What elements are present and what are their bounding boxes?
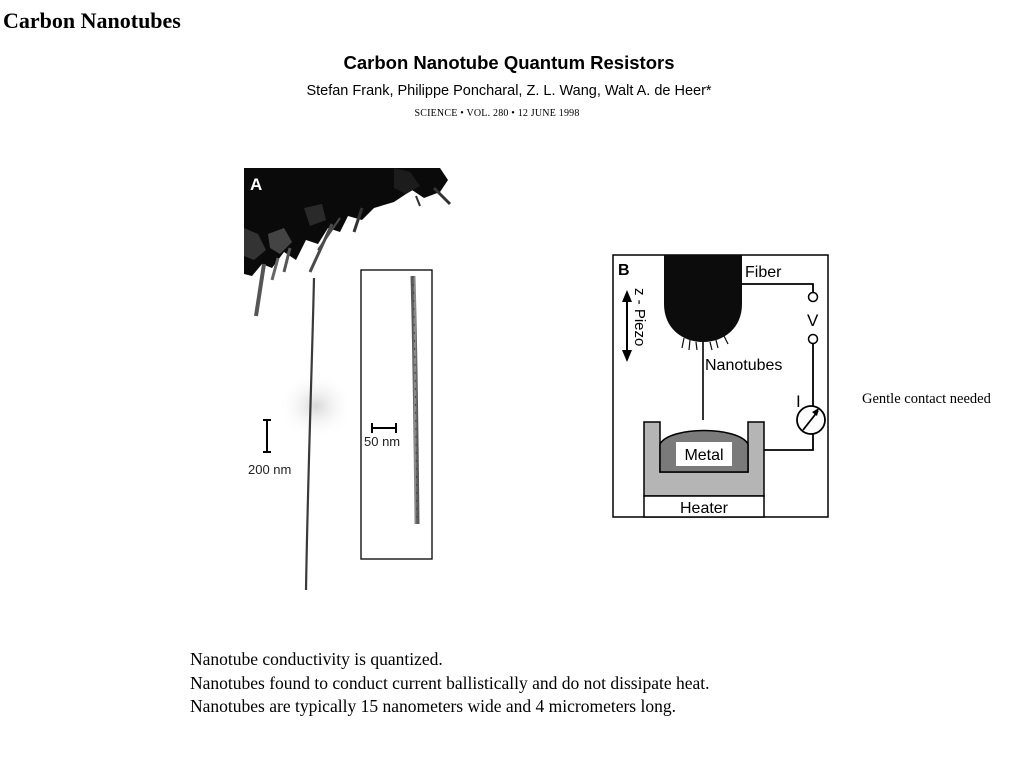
heater-block xyxy=(643,495,765,518)
scale-label-50nm: 50 nm xyxy=(364,434,400,449)
scale-label-200nm: 200 nm xyxy=(248,462,291,477)
terminal-bottom xyxy=(807,333,819,345)
ammeter-icon xyxy=(796,405,826,435)
side-note: Gentle contact needed xyxy=(862,391,991,407)
scale-bar-50nm xyxy=(371,423,397,433)
paper-citation: SCIENCE • VOL. 280 • 12 JUNE 1998 xyxy=(414,108,580,119)
fiber-hairs xyxy=(681,335,729,351)
metal-label: Metal xyxy=(684,447,723,464)
fiber-tip xyxy=(664,255,742,342)
voltage-label: V xyxy=(807,311,819,330)
nanotube-strand xyxy=(304,277,316,591)
figure-b-schematic: B Fiber z - Piezo Nanotubes V I Metal xyxy=(612,254,829,518)
summary-line: Nanotubes found to conduct current balli… xyxy=(190,672,710,693)
inset-frame xyxy=(360,269,433,560)
metal-label-bg xyxy=(676,442,732,466)
heater-label: Heater xyxy=(680,500,729,517)
paper-title: Carbon Nanotube Quantum Resistors xyxy=(343,52,675,73)
piezo-label: z - Piezo xyxy=(631,288,648,346)
haze-blob xyxy=(278,372,354,440)
circuit-wires xyxy=(742,283,814,451)
summary-line: Nanotubes are typically 15 nanometers wi… xyxy=(190,696,676,716)
slide-title: Carbon Nanotubes xyxy=(3,8,181,33)
panel-b-label: B xyxy=(618,262,630,279)
figure-a-micrograph: A 200 nm 50 nm xyxy=(244,168,452,591)
paper-authors: Stefan Frank, Philippe Poncharal, Z. L. … xyxy=(306,83,712,99)
nanotubes-label: Nanotubes xyxy=(705,357,782,374)
fiber-label: Fiber xyxy=(745,264,782,281)
summary-lines: Nanotube conductivity is quantized. Nano… xyxy=(190,648,710,719)
terminal-top xyxy=(807,291,819,303)
fiber-tip-mass xyxy=(244,168,452,317)
summary-line: Nanotube conductivity is quantized. xyxy=(190,649,443,669)
scale-bar-200nm xyxy=(263,419,271,453)
panel-a-label: A xyxy=(250,175,262,194)
piezo-arrow xyxy=(622,290,632,362)
current-label: I xyxy=(796,392,801,411)
